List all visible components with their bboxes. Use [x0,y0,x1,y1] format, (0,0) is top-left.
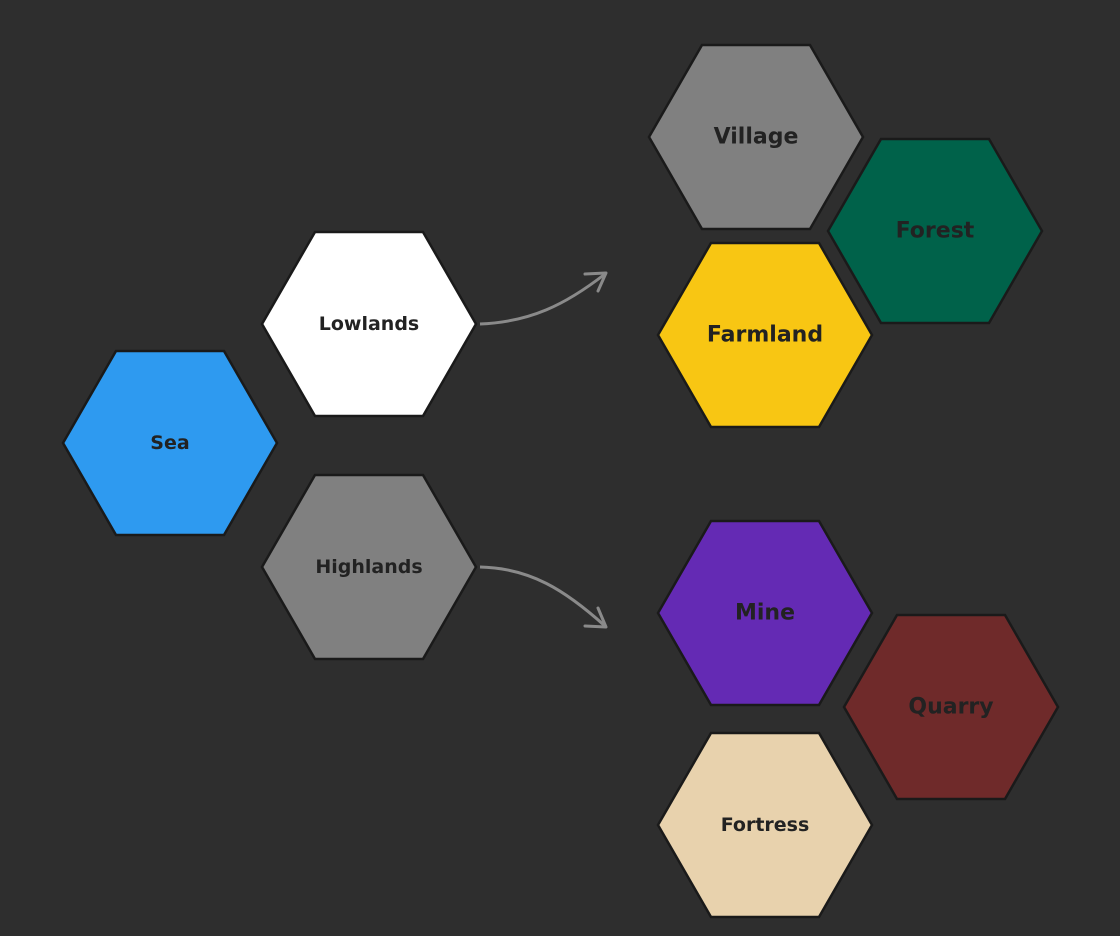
lowlands-hexagon[interactable] [260,230,478,418]
quarry-label: Quarry [908,695,993,720]
lowlands-arrow-head [583,271,608,293]
farmland-hexagon[interactable] [656,241,874,429]
arrows-layer [479,271,608,629]
village-label: Village [714,125,799,150]
highlands-hexagon[interactable] [260,473,478,661]
hex-node-lowlands[interactable]: Lowlands [260,230,478,418]
hex-node-village[interactable]: Village [647,43,865,231]
hex-node-forest[interactable]: Forest [826,137,1044,325]
hex-node-farmland[interactable]: Farmland [656,241,874,429]
hex-node-sea[interactable]: Sea [61,349,279,537]
quarry-hexagon[interactable] [842,613,1060,801]
forest-label: Forest [896,219,975,244]
farmland-label: Farmland [707,323,823,348]
mine-label: Mine [735,601,795,626]
sea-hexagon[interactable] [61,349,279,537]
hex-node-quarry[interactable]: Quarry [842,613,1060,801]
village-hexagon[interactable] [647,43,865,231]
fortress-label: Fortress [721,814,810,836]
highlands-arrow [479,565,607,628]
hex-node-fortress[interactable]: Fortress [656,731,874,919]
mine-hexagon[interactable] [656,519,874,707]
hex-node-mine[interactable]: Mine [656,519,874,707]
highlands-arrow-head [583,606,608,629]
lowlands-arrow [479,272,606,326]
fortress-hexagon[interactable] [656,731,874,919]
lowlands-label: Lowlands [319,313,419,335]
highlands-label: Highlands [315,556,422,578]
hex-node-highlands[interactable]: Highlands [260,473,478,661]
sea-label: Sea [150,432,189,454]
forest-hexagon[interactable] [826,137,1044,325]
